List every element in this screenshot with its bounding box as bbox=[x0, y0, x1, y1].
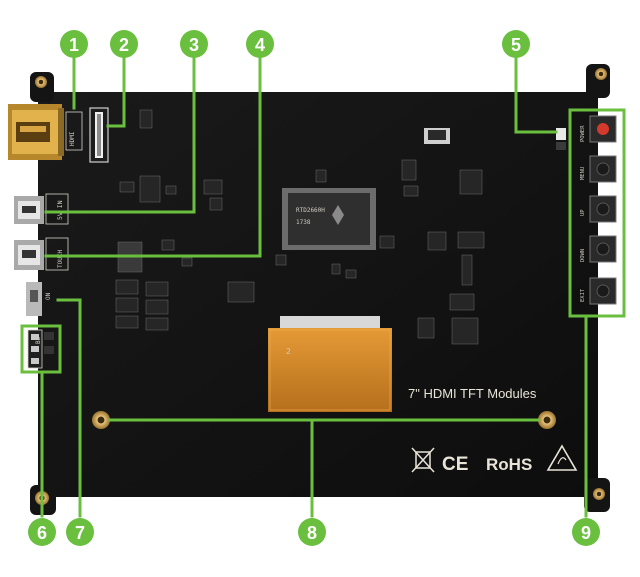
usb-5v-silk-label: 5V IN bbox=[56, 200, 64, 220]
chip-marking-2: 1738 bbox=[296, 219, 311, 226]
mount-hole bbox=[593, 488, 605, 500]
usb-touch-connector bbox=[14, 240, 44, 270]
down-button bbox=[589, 235, 617, 263]
pcb-board bbox=[30, 64, 610, 515]
callout-1: 1 bbox=[60, 30, 88, 58]
callout-9: 9 bbox=[572, 518, 600, 546]
callout-6: 6 bbox=[28, 518, 56, 546]
standoff-left bbox=[92, 411, 110, 429]
callout-5-label: 5 bbox=[511, 35, 521, 55]
hdmi-silk-label: HDMI bbox=[69, 131, 76, 146]
esd-warning-icon bbox=[546, 444, 578, 471]
btn-down-silk: DOWN bbox=[580, 249, 586, 262]
usb-power-connector bbox=[14, 196, 44, 224]
callout-4-label: 4 bbox=[255, 35, 265, 55]
display-flex-cable: 2 bbox=[268, 316, 392, 412]
power-switch bbox=[26, 282, 42, 316]
menu-button bbox=[589, 155, 617, 183]
rohs-mark: RoHS bbox=[486, 455, 532, 474]
callout-2-label: 2 bbox=[119, 35, 129, 55]
callout-2: 2 bbox=[110, 30, 138, 58]
switch-silk-label: ON bbox=[45, 292, 52, 300]
smd-components bbox=[115, 109, 485, 345]
mount-hole bbox=[595, 68, 607, 80]
weee-icon bbox=[411, 447, 435, 473]
btn-power-silk: POWER bbox=[580, 125, 586, 142]
callout-lines bbox=[20, 56, 588, 518]
hdmi-connector bbox=[8, 104, 64, 160]
button-panel: POWER MENU UP DOWN EXIT bbox=[568, 108, 626, 318]
callout-1-label: 1 bbox=[69, 35, 79, 55]
callout-9-label: 9 bbox=[581, 523, 591, 543]
btn-menu-silk: MENU bbox=[580, 167, 586, 180]
backlight-silk-label: BL bbox=[35, 336, 42, 344]
power-button bbox=[589, 115, 617, 143]
up-button bbox=[589, 195, 617, 223]
backlight-header bbox=[27, 329, 54, 369]
callout-3: 3 bbox=[180, 30, 208, 58]
btn-exit-silk: EXIT bbox=[580, 288, 586, 302]
callout-8: 8 bbox=[298, 518, 326, 546]
callout-4: 4 bbox=[246, 30, 274, 58]
fpc-connector bbox=[89, 107, 109, 163]
callout-8-label: 8 bbox=[307, 523, 317, 543]
callout-5: 5 bbox=[502, 30, 530, 58]
model-label: 7" HDMI TFT Modules bbox=[408, 386, 537, 401]
svg-text:2: 2 bbox=[286, 347, 291, 356]
callout-6-label: 6 bbox=[37, 523, 47, 543]
callout-3-label: 3 bbox=[189, 35, 199, 55]
exit-button bbox=[589, 277, 617, 305]
chip-marking-1: RTD2660H bbox=[296, 207, 325, 214]
usb-touch-silk-label: TOUCH bbox=[57, 250, 64, 268]
ce-mark: CE bbox=[442, 454, 468, 475]
status-leds bbox=[556, 128, 566, 150]
callout-7-label: 7 bbox=[75, 523, 85, 543]
cert-marks: CE RoHS bbox=[411, 444, 578, 475]
main-chip: RTD2660H 1738 bbox=[282, 188, 376, 250]
mount-hole bbox=[35, 76, 47, 88]
standoff-right bbox=[538, 411, 556, 429]
btn-up-silk: UP bbox=[580, 209, 586, 216]
callout-7: 7 bbox=[66, 518, 94, 546]
